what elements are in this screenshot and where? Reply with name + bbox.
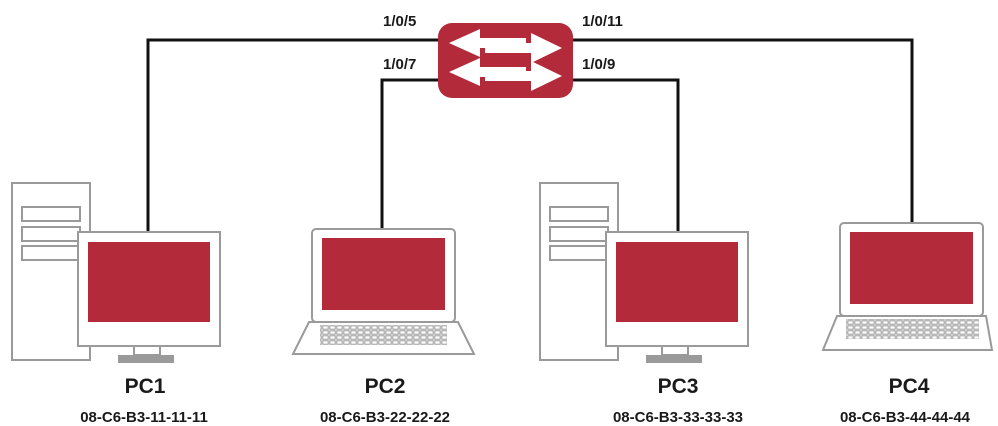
- port-label-top-right: 1/0/11: [582, 13, 623, 30]
- host-mac-pc3: 08-C6-B3-33-33-33: [613, 409, 743, 426]
- desktop-computer-icon: [11, 182, 221, 363]
- switch-icon: [438, 23, 573, 98]
- port-label-bottom-right: 1/0/9: [582, 56, 615, 73]
- laptop-icon: [291, 228, 476, 355]
- laptop-icon: [821, 222, 994, 351]
- port-label-top-left: 1/0/5: [383, 13, 416, 30]
- connections: [146, 38, 914, 232]
- host-name-pc1: PC1: [125, 375, 166, 398]
- host-mac-pc4: 08-C6-B3-44-44-44: [840, 409, 971, 426]
- host-name-pc4: PC4: [889, 375, 930, 398]
- host-mac-pc2: 08-C6-B3-22-22-22: [320, 409, 450, 426]
- link-pc1: [146, 38, 438, 232]
- link-pc4: [573, 38, 914, 224]
- port-label-bottom-left: 1/0/7: [383, 56, 416, 73]
- host-name-pc3: PC3: [658, 375, 699, 398]
- link-pc2: [380, 78, 438, 230]
- host-mac-pc1: 08-C6-B3-11-11-11: [80, 409, 208, 426]
- link-pc3: [573, 78, 680, 232]
- desktop-computer-icon: [539, 182, 749, 363]
- host-name-pc2: PC2: [365, 375, 406, 398]
